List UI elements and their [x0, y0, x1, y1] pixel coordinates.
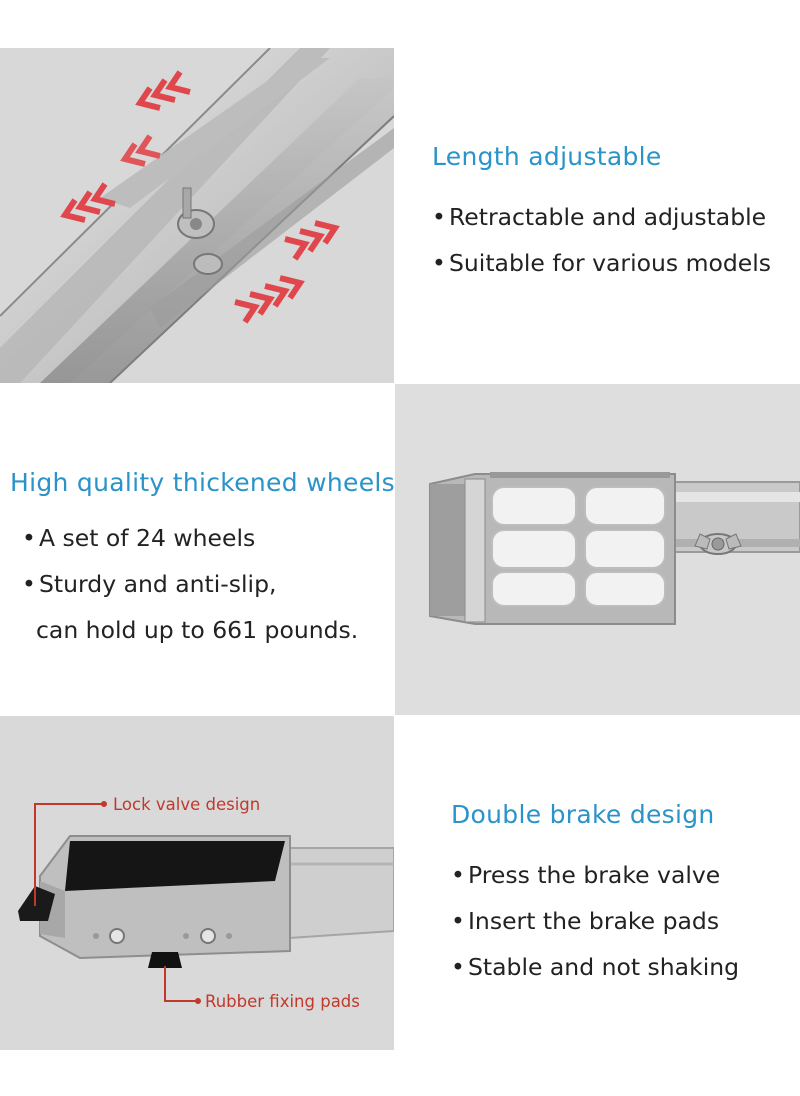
brake-pedal — [65, 841, 285, 891]
list-item: A set of 24 wheels — [22, 515, 358, 561]
list-item: Sturdy and anti-slip, — [22, 561, 358, 607]
section-1-bullets: Retractable and adjustable Suitable for … — [432, 194, 771, 286]
section-1-heading: Length adjustable — [432, 142, 662, 171]
wheels-photo — [395, 384, 800, 715]
list-item: Suitable for various models — [432, 240, 771, 286]
brake-photo: Lock valve design Rubber fixing pads — [0, 716, 394, 1050]
list-item: Press the brake valve — [451, 852, 739, 898]
list-item-continuation: can hold up to 661 pounds. — [36, 616, 359, 644]
section-2-bullets: A set of 24 wheels Sturdy and anti-slip,… — [22, 515, 358, 653]
arrow-left-icon — [60, 70, 191, 223]
section-2-heading: High quality thickened wheels — [10, 468, 395, 497]
wheel-carriage-illustration — [429, 472, 800, 625]
callout-rubber-pads: Rubber fixing pads — [205, 992, 360, 1011]
arrow-right-icon — [234, 220, 340, 324]
brake-illustration: Lock valve design Rubber fixing pads — [18, 795, 394, 1011]
section-3-bullets: Press the brake valve Insert the brake p… — [451, 852, 739, 990]
lock-valve — [18, 886, 55, 921]
callout-line-top — [34, 803, 103, 906]
list-item: Stable and not shaking — [451, 944, 739, 990]
screw-icon — [93, 928, 232, 944]
wing-nut — [177, 187, 223, 275]
rubber-pad — [148, 952, 182, 968]
adjustable-rail-illustration — [0, 48, 394, 383]
list-item: Retractable and adjustable — [432, 194, 771, 240]
list-item: Insert the brake pads — [451, 898, 739, 944]
section-3-heading: Double brake design — [451, 800, 715, 829]
callout-line-bottom — [164, 966, 197, 1002]
callout-lock-valve: Lock valve design — [113, 795, 260, 814]
length-adjust-photo — [0, 48, 394, 383]
wheel-stack — [491, 486, 666, 607]
wing-nut — [694, 533, 742, 555]
